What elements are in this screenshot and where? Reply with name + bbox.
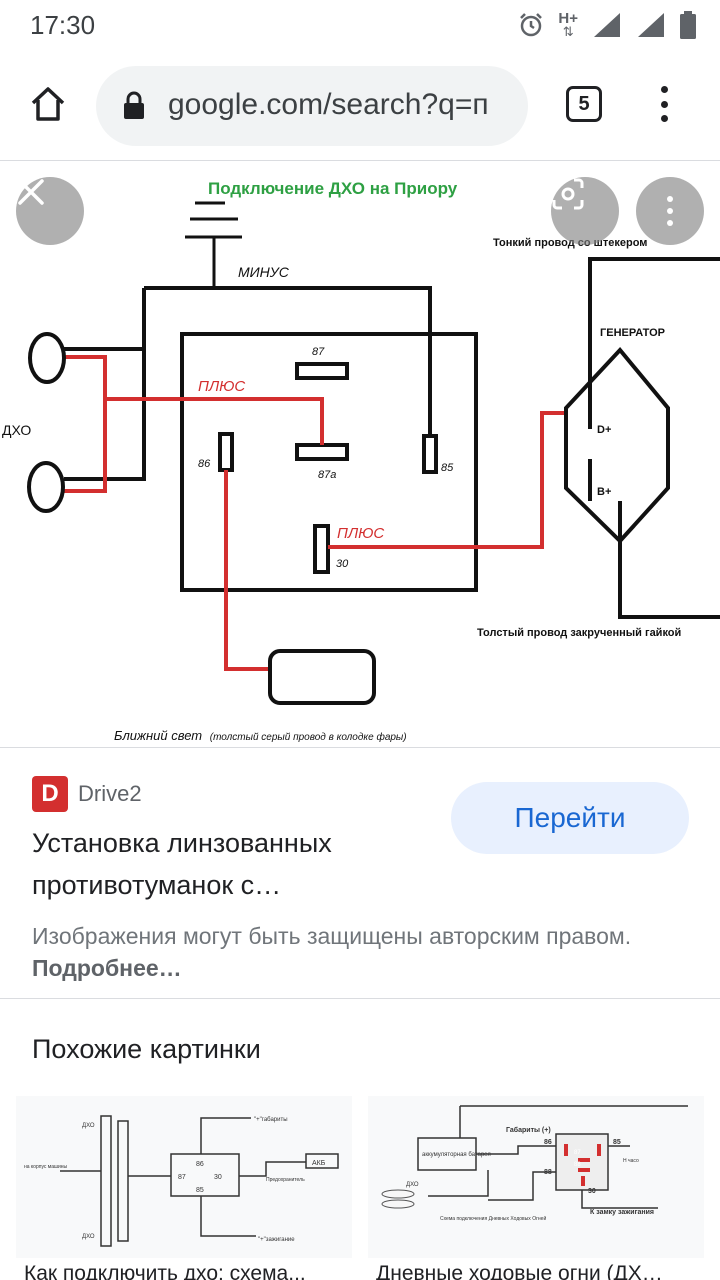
viewer-divider xyxy=(0,747,720,748)
related-2-label-ignition: К замку зажигания xyxy=(590,1209,654,1216)
related-1-label-85: 85 xyxy=(196,1187,204,1194)
label-b-plus: B+ xyxy=(597,486,611,498)
toolbar-divider xyxy=(0,160,720,161)
browser-menu-button[interactable] xyxy=(648,82,680,126)
label-thin-wire: Тонкий провод со штекером xyxy=(493,237,647,249)
related-diagram-1: ДХО ДХО "+"габариты "+"зажигание АКБ 86 … xyxy=(24,1115,339,1247)
data-arrows-icon: ⇅ xyxy=(562,24,574,39)
home-icon xyxy=(31,87,65,121)
related-diagram-2: аккумуляторная батарея Габариты (+) ДХО … xyxy=(381,1105,688,1222)
status-icons: H+ ⇅ xyxy=(518,8,696,42)
related-2-label-parking: Габариты (+) xyxy=(506,1126,551,1134)
label-30: 30 xyxy=(336,558,349,570)
label-plus-2: ПЛЮС xyxy=(337,525,384,542)
drl-lamp-top xyxy=(28,332,66,384)
related-1-label-parking: "+"габариты xyxy=(254,1117,288,1123)
result-title[interactable]: Установка линзованных противотуманок с… xyxy=(32,828,332,900)
related-1-label-battery: АКБ xyxy=(312,1160,326,1167)
browser-toolbar: google.com/search?q=п 5 xyxy=(0,58,720,154)
lens-icon xyxy=(552,178,584,210)
generator xyxy=(564,346,670,544)
diagram-title: Подключение ДХО на Приору xyxy=(208,179,458,198)
network-type: H+ xyxy=(558,10,578,27)
related-1-label-fuse: Предохранитель xyxy=(266,1177,305,1183)
menu-dot xyxy=(660,86,668,93)
related-image-2[interactable]: аккумуляторная батарея Габариты (+) ДХО … xyxy=(368,1096,704,1258)
lock-icon xyxy=(124,91,144,119)
related-2-label-30: 30 xyxy=(588,1188,596,1195)
label-d-plus: D+ xyxy=(597,424,611,436)
related-1-label-87: 87 xyxy=(178,1174,186,1181)
label-87a: 87а xyxy=(318,469,336,481)
wiring-diagram: Подключение ДХО на Приору МИНУС 87 87а 8… xyxy=(2,179,720,743)
close-icon xyxy=(18,179,44,205)
related-1-label-dho-bottom: ДХО xyxy=(82,1234,95,1240)
signal-icon-2 xyxy=(638,13,664,37)
pin-87 xyxy=(295,362,349,380)
low-beam-connector xyxy=(268,649,376,705)
source-name: Drive2 xyxy=(78,781,142,806)
visit-button[interactable]: Перейти xyxy=(451,782,689,854)
related-2-label-85: 85 xyxy=(613,1139,621,1146)
copyright-notice: Изображения могут быть защищены авторски… xyxy=(32,920,692,984)
tab-switcher-button[interactable]: 5 xyxy=(566,86,602,122)
related-2-label-88a: 88 xyxy=(544,1169,552,1176)
related-2-label-battery: аккумуляторная батарея xyxy=(422,1152,491,1158)
generator-wires xyxy=(588,257,720,619)
label-minus: МИНУС xyxy=(238,264,290,280)
learn-more-link[interactable]: Подробнее… xyxy=(32,955,182,981)
related-2-label-dho: ДХО xyxy=(406,1182,419,1188)
related-image-1[interactable]: ДХО ДХО "+"габариты "+"зажигание АКБ 86 … xyxy=(16,1096,352,1258)
alarm-icon xyxy=(520,13,543,37)
lens-search-button[interactable] xyxy=(551,177,619,245)
viewer-more-button[interactable] xyxy=(636,177,704,245)
related-1-label-ignition: "+"зажигание xyxy=(258,1237,295,1243)
related-2-label-caption: Схема подключения Дневных Ходовых Огней xyxy=(440,1215,546,1222)
related-2-label-86: 86 xyxy=(544,1139,552,1146)
black-wires xyxy=(64,286,432,481)
related-caption-1[interactable]: Как подключить дхо: схема... xyxy=(24,1262,306,1280)
image-viewer[interactable]: Подключение ДХО на Приору МИНУС 87 87а 8… xyxy=(0,161,720,747)
label-low-beam: Ближний свет (толстый серый провод в кол… xyxy=(114,728,407,743)
related-1-label-86: 86 xyxy=(196,1161,204,1168)
label-86: 86 xyxy=(198,458,211,470)
home-button[interactable] xyxy=(24,80,72,128)
related-2-label-88b: 88 xyxy=(574,1162,581,1168)
related-caption-2[interactable]: Дневные ходовые огни (ДХ… xyxy=(376,1262,663,1280)
source-row[interactable]: D Drive2 xyxy=(32,774,142,814)
pin-85 xyxy=(422,434,438,474)
label-87: 87 xyxy=(312,346,325,358)
related-2-label-hours: Н часо xyxy=(623,1158,639,1164)
network-indicator: H+ ⇅ xyxy=(558,10,578,39)
label-dho: ДХО xyxy=(2,422,31,438)
label-plus-1: ПЛЮС xyxy=(198,378,245,395)
source-favicon: D xyxy=(32,776,68,812)
menu-dot xyxy=(660,100,668,108)
related-1-label-dho-top: ДХО xyxy=(82,1123,95,1129)
close-viewer-button[interactable] xyxy=(16,177,84,245)
section-divider xyxy=(0,998,720,999)
label-generator: ГЕНЕРАТОР xyxy=(600,327,665,339)
drl-lamp-bottom xyxy=(27,461,65,513)
related-heading: Похожие картинки xyxy=(32,1034,261,1064)
address-bar[interactable]: google.com/search?q=п xyxy=(96,66,528,146)
ground-symbol xyxy=(185,201,242,288)
related-1-label-30: 30 xyxy=(214,1174,222,1181)
url-text[interactable]: google.com/search?q=п xyxy=(168,88,489,121)
copyright-text: Изображения могут быть защищены авторски… xyxy=(32,923,632,949)
label-thick-wire: Толстый провод закрученный гайкой xyxy=(477,627,681,639)
relay-body xyxy=(180,332,478,592)
label-85: 85 xyxy=(441,462,454,474)
pin-86 xyxy=(218,432,234,472)
signal-icon xyxy=(594,13,620,37)
related-2-label-87: 87 xyxy=(574,1150,581,1156)
pin-87a xyxy=(295,443,349,461)
status-bar: 17:30 H+ ⇅ xyxy=(0,0,720,50)
menu-dot xyxy=(660,115,668,122)
pin-30 xyxy=(313,524,330,574)
related-1-label-ground: на корпус машины xyxy=(24,1164,68,1170)
status-time: 17:30 xyxy=(30,10,96,40)
more-vert-icon xyxy=(667,196,673,226)
battery-icon xyxy=(680,11,696,39)
